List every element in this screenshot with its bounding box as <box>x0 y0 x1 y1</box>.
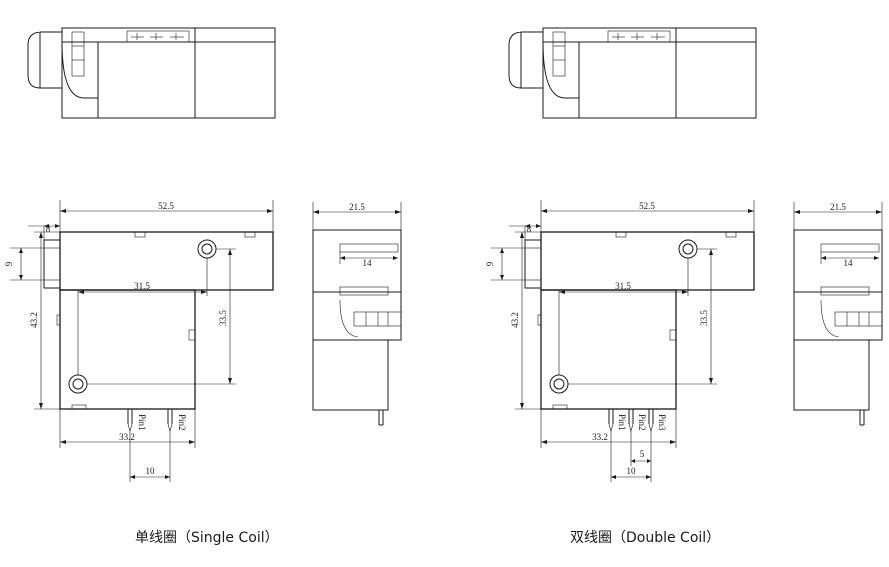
dim-hole-x: 31.5 <box>134 281 150 291</box>
pin-label-2: Pin2 <box>637 414 647 431</box>
pin-label-1: Pin1 <box>137 414 147 431</box>
dim-pin-span: 33.2 <box>119 432 135 442</box>
dim-side-offset: 8 <box>527 224 532 234</box>
dim-height: 43.2 <box>510 312 520 328</box>
single-dimension-labels: 52.5 21.5 8 9 43.2 31.5 33.5 33.2 10 14 … <box>4 201 372 476</box>
dim-height: 43.2 <box>29 312 39 328</box>
double-pins <box>608 409 654 482</box>
dim-hole-y: 33.5 <box>699 310 709 326</box>
dim-pin-pitch: 10 <box>627 466 637 476</box>
dim-length: 52.5 <box>158 201 174 211</box>
caption-double-coil: 双线圈（Double Coil） <box>570 530 721 546</box>
dim-side-height: 9 <box>4 261 14 266</box>
single-coil-drawing: 52.5 21.5 8 9 43.2 31.5 33.5 33.2 10 14 … <box>4 27 402 482</box>
dim-side-height: 9 <box>485 261 495 266</box>
dim-pin-depth: 14 <box>363 258 373 268</box>
dim-hole-y: 33.5 <box>218 310 228 326</box>
dim-pin-sub-pitch: 5 <box>640 449 645 459</box>
pin-label-2: Pin2 <box>177 414 187 431</box>
dim-pin-pitch: 10 <box>146 466 156 476</box>
caption-single-coil: 单线圈（Single Coil） <box>135 530 279 546</box>
pin-label-1: Pin1 <box>617 414 627 431</box>
double-coil-drawing: 52.5 21.5 8 9 43.2 31.5 33.5 33.2 10 5 1… <box>485 27 883 482</box>
dim-pin-depth: 14 <box>844 258 854 268</box>
dim-pin-span: 33.2 <box>592 432 608 442</box>
dim-width: 21.5 <box>830 202 846 212</box>
double-dimension-labels: 52.5 21.5 8 9 43.2 31.5 33.5 33.2 10 5 1… <box>485 201 853 476</box>
single-pins <box>127 409 173 482</box>
dim-width: 21.5 <box>349 202 365 212</box>
dim-length: 52.5 <box>639 201 655 211</box>
pin-label-3: Pin3 <box>657 414 667 431</box>
dim-side-offset: 8 <box>46 224 51 234</box>
dim-hole-x: 31.5 <box>615 281 631 291</box>
